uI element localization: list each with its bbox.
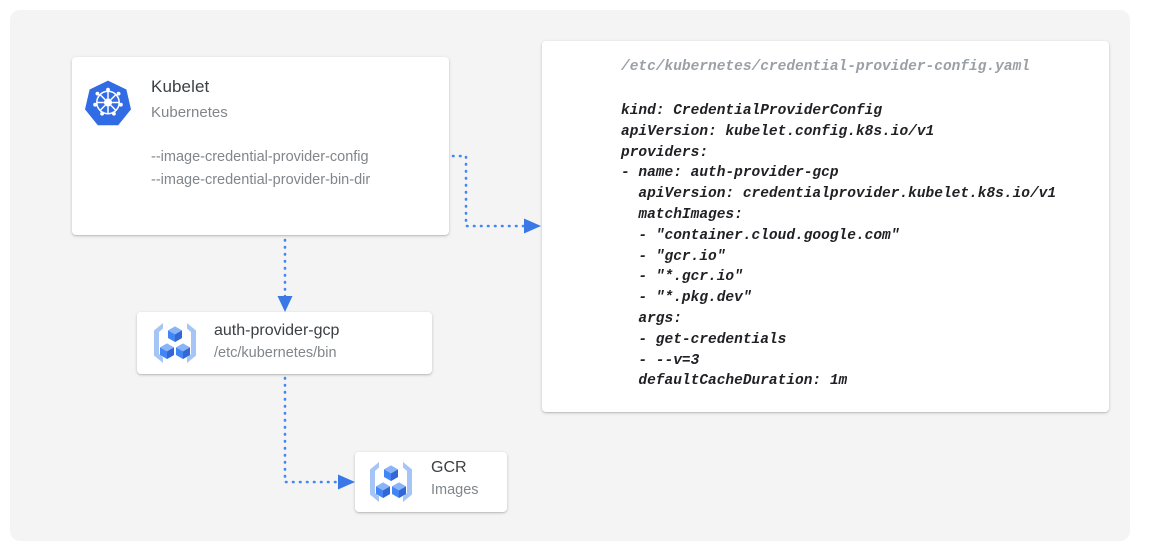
- gcr-title: GCR: [431, 459, 467, 476]
- yaml-line: apiVersion: kubelet.config.k8s.io/v1: [621, 123, 935, 140]
- gcp-container-registry-icon: [370, 462, 412, 502]
- yaml-line: - "*.pkg.dev": [621, 290, 752, 307]
- yaml-line: matchImages:: [621, 206, 743, 223]
- kubelet-card[interactable]: [72, 57, 449, 235]
- kubernetes-helm-icon: [85, 80, 131, 126]
- kubelet-flag-bin-dir: --image-credential-provider-bin-dir: [151, 172, 371, 188]
- auth-provider-gcp-title: auth-provider-gcp: [214, 322, 340, 339]
- yaml-line: - --v=3: [621, 352, 700, 369]
- auth-provider-gcp-card[interactable]: [137, 312, 432, 374]
- yaml-line: kind: CredentialProviderConfig: [621, 103, 883, 119]
- gcp-container-registry-icon: [154, 323, 196, 363]
- gcr-card[interactable]: [355, 452, 507, 512]
- yaml-line: - get-credentials: [621, 331, 787, 348]
- yaml-line: args:: [621, 310, 682, 327]
- yaml-content: kind: CredentialProviderConfig apiVersion…: [621, 101, 1056, 392]
- kubelet-subtitle: Kubernetes: [151, 104, 228, 121]
- yaml-filename: /etc/kubernetes/credential-provider-conf…: [621, 59, 1030, 75]
- yaml-line: apiVersion: credentialprovider.kubelet.k…: [621, 186, 1057, 203]
- yaml-line: - name: auth-provider-gcp: [621, 165, 839, 182]
- kubelet-title: Kubelet: [151, 77, 210, 96]
- credential-provider-config-card[interactable]: [542, 41, 1109, 412]
- yaml-line: defaultCacheDuration: 1m: [621, 373, 848, 390]
- gcr-subtitle: Images: [431, 482, 479, 498]
- auth-provider-gcp-subtitle: /etc/kubernetes/bin: [214, 345, 337, 361]
- yaml-line: - "*.gcr.io": [621, 269, 743, 286]
- yaml-line: - "container.cloud.google.com": [621, 227, 900, 244]
- yaml-line: providers:: [621, 144, 709, 161]
- yaml-line: - "gcr.io": [621, 248, 726, 265]
- kubelet-flag-config: --image-credential-provider-config: [151, 149, 369, 165]
